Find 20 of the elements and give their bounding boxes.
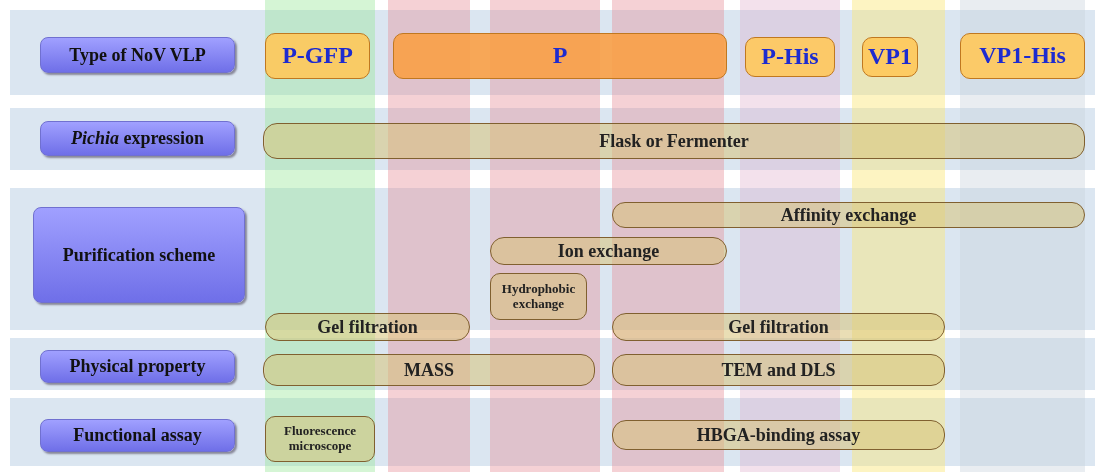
vlp-type-box: P-His [745,37,835,77]
method-bar: Ion exchange [490,237,727,265]
method-bar: Affinity exchange [612,202,1085,228]
method-bar: MASS [263,354,595,386]
vlp-type-box: P-GFP [265,33,370,79]
method-bar: Flask or Fermenter [263,123,1085,159]
row-header: Physical property [40,350,235,383]
method-bar: Gel filtration [265,313,470,341]
row-header: Type of NoV VLP [40,37,235,73]
method-bar: HBGA-binding assay [612,420,945,450]
method-bar: Fluorescence microscope [265,416,375,462]
vlp-type-box: P [393,33,727,79]
row-header: Pichia expression [40,121,235,156]
vlp-type-box: VP1 [862,37,918,77]
row-header: Purification scheme [33,207,245,303]
vlp-type-box: VP1-His [960,33,1085,79]
row-header: Functional assay [40,419,235,452]
method-bar: TEM and DLS [612,354,945,386]
method-bar: Gel filtration [612,313,945,341]
method-bar: Hydrophobic exchange [490,273,587,320]
